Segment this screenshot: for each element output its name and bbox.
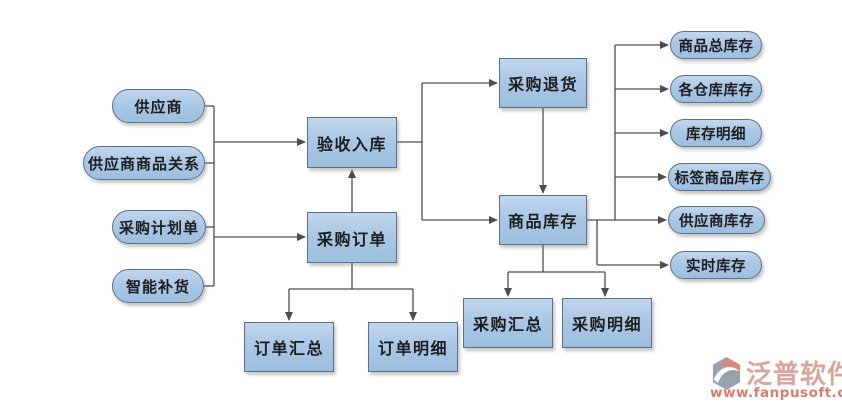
node-purchase-order: 采购订单 bbox=[307, 212, 397, 263]
node-supplier-product-relation: 供应商商品关系 bbox=[83, 146, 205, 180]
node-realtime-inventory: 实时库存 bbox=[670, 251, 762, 279]
node-purchase-plan: 采购计划单 bbox=[112, 210, 206, 244]
node-order-summary: 订单汇总 bbox=[244, 322, 334, 372]
node-purchase-detail: 采购明细 bbox=[562, 298, 652, 348]
node-supplier-inventory: 供应商库存 bbox=[668, 206, 765, 234]
node-smart-replenishment: 智能补货 bbox=[112, 269, 204, 303]
brand-name: 泛普软件 bbox=[746, 360, 842, 390]
node-purchase-return: 采购退货 bbox=[499, 58, 587, 108]
fanpu-logo-icon bbox=[712, 357, 741, 390]
node-product-inventory: 商品库存 bbox=[499, 195, 587, 245]
node-purchase-summary: 采购汇总 bbox=[463, 298, 553, 348]
brand-watermark: 泛普软件 www.fanpusoft.com bbox=[708, 353, 842, 401]
brand-url: www.fanpusoft.com bbox=[710, 385, 842, 401]
node-warehouse-inventory: 各仓库库存 bbox=[670, 75, 762, 103]
node-order-detail: 订单明细 bbox=[368, 322, 458, 372]
node-tagged-product-inventory: 标签商品库存 bbox=[668, 163, 771, 191]
node-inventory-detail: 库存明细 bbox=[670, 119, 762, 147]
node-total-product-inventory: 商品总库存 bbox=[670, 31, 762, 59]
node-receive-inbound: 验收入库 bbox=[307, 117, 397, 168]
node-supplier: 供应商 bbox=[112, 89, 205, 123]
